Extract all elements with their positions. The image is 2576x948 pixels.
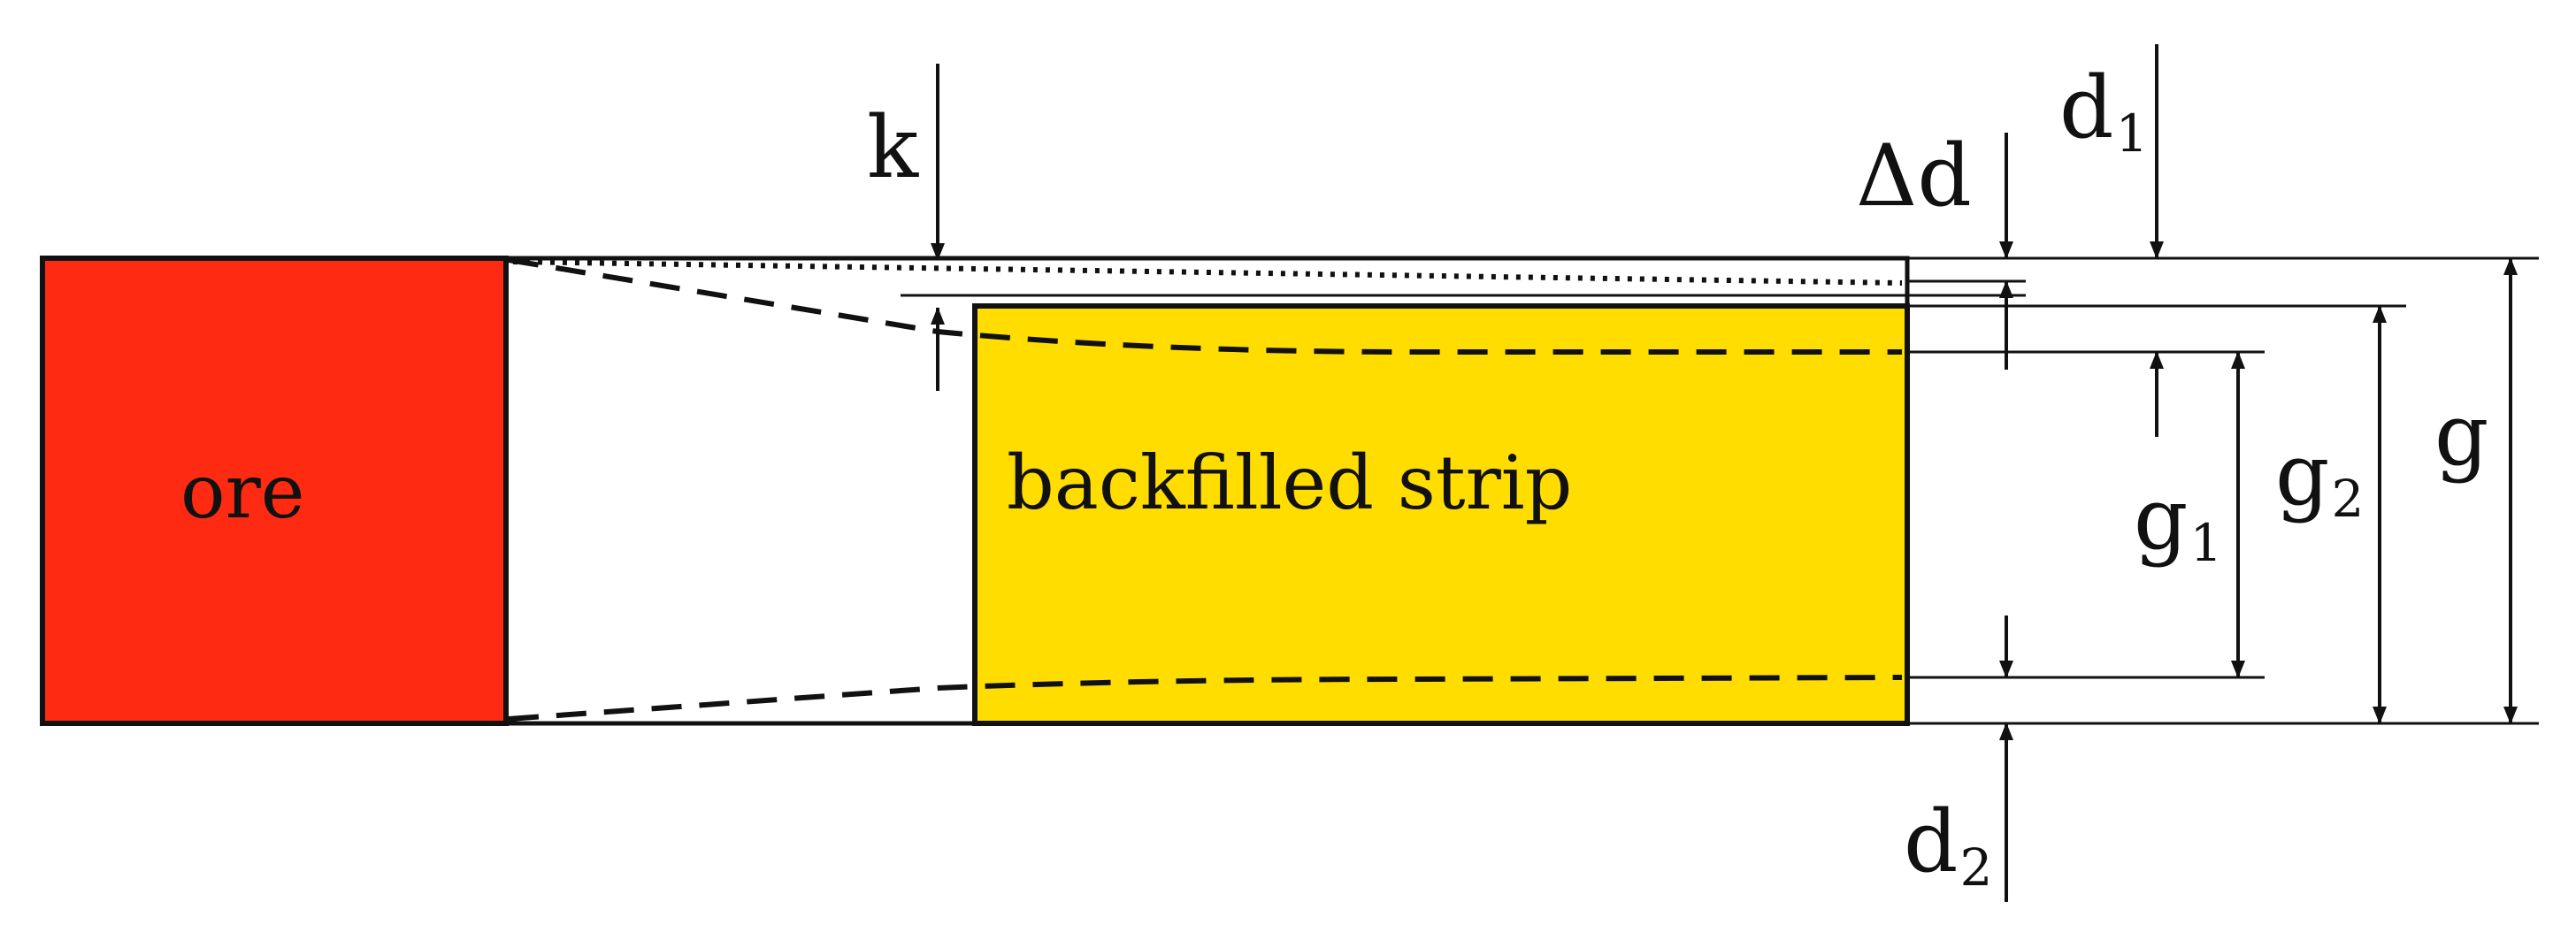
dotted-roof-line xyxy=(512,259,1903,286)
d1-label: d1 xyxy=(2059,58,2148,164)
ore-block xyxy=(40,256,509,726)
g-label: g xyxy=(2434,386,2488,485)
dashed-roof-curve xyxy=(508,257,1902,355)
k-label: k xyxy=(867,98,919,197)
backfilled-strip-label: backfilled strip xyxy=(1007,440,1572,526)
g1-label: g1 xyxy=(2134,470,2222,573)
g2-label: g2 xyxy=(2275,425,2364,529)
ore-label: ore xyxy=(180,448,304,535)
backfilled-strip-block xyxy=(972,303,1910,726)
d2-label: d2 xyxy=(1904,792,1992,898)
delta-d-label: Δd xyxy=(1856,126,1972,226)
dashed-floor-curve xyxy=(508,675,1903,722)
